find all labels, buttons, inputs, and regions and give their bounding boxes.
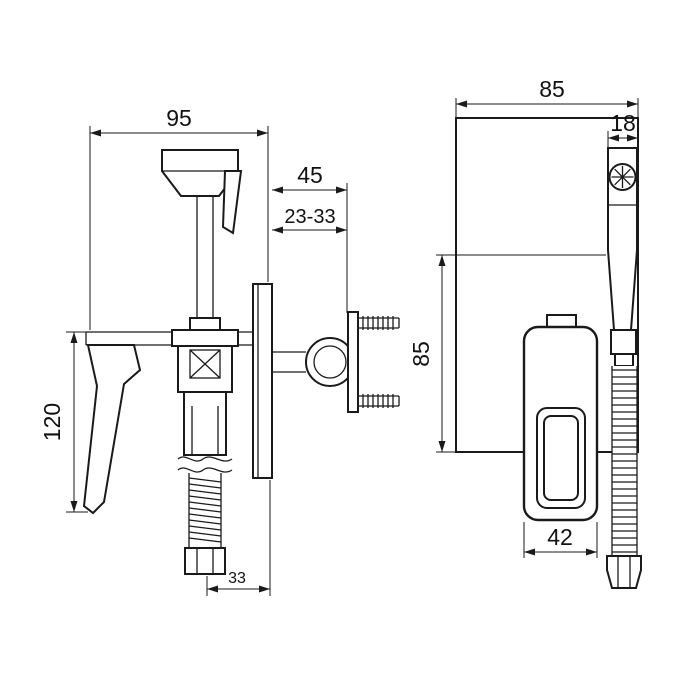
thread-hatch [188,477,222,543]
arrowhead [608,134,619,142]
arrowhead [627,134,638,142]
dim-label-33: 33 [228,570,246,587]
wall-connector [272,311,400,413]
locking-nut [184,547,226,575]
shower-hose [606,366,642,589]
dim-label-85-top: 85 [539,76,565,102]
mounting-bolt-bottom [358,394,400,408]
break-line [177,467,233,473]
arrowhead [438,255,446,266]
dim-label-18: 18 [610,110,636,136]
right-view: 85 18 85 42 [408,76,642,589]
spray-pattern [611,166,634,188]
mounting-shank [177,391,233,575]
dim-label-95: 95 [166,105,192,131]
arrowhead [586,548,597,556]
arrowhead [257,129,268,137]
thread-hatch [362,394,394,408]
arrowhead [336,186,347,194]
mounting-bracket [347,311,359,413]
hose-ferrule [610,329,637,355]
dimensions-left: 95 45 23-33 120 33 [39,105,348,596]
hose-ribs [612,369,637,553]
lever-handle [82,344,142,515]
dim-label-85-side: 85 [408,341,434,367]
arrowhead [438,441,446,452]
arrowhead [207,585,218,593]
hand-shower [607,147,638,367]
dim-label-120: 120 [39,403,65,441]
arrowhead [524,548,535,556]
arrowhead [627,100,638,108]
arrowhead [70,501,78,512]
wall-plate [252,283,273,479]
dimensions-right: 85 18 85 42 [408,76,639,558]
arrowhead [272,186,283,194]
dim-label-45: 45 [297,162,323,188]
hose-nut [606,555,642,589]
valve-body [171,329,239,393]
dim-label-42: 42 [547,524,573,550]
arrowhead [456,100,467,108]
dim-label-23-33: 23-33 [284,206,335,228]
shower-holder [522,314,599,522]
arrowhead [90,129,101,137]
arrowhead [259,585,270,593]
break-line [177,456,233,462]
mounting-bolt-top [358,316,400,330]
sprayer-trigger [221,170,243,235]
left-view: 95 45 23-33 120 33 [39,105,400,596]
sprayer-head [161,149,243,235]
arrowhead [336,226,347,234]
arrowhead [272,226,283,234]
thread-hatch [362,316,394,330]
arrowhead [70,332,78,343]
hose-neck [614,353,634,367]
connector-ring [305,337,355,387]
supply-pipe [189,196,221,333]
